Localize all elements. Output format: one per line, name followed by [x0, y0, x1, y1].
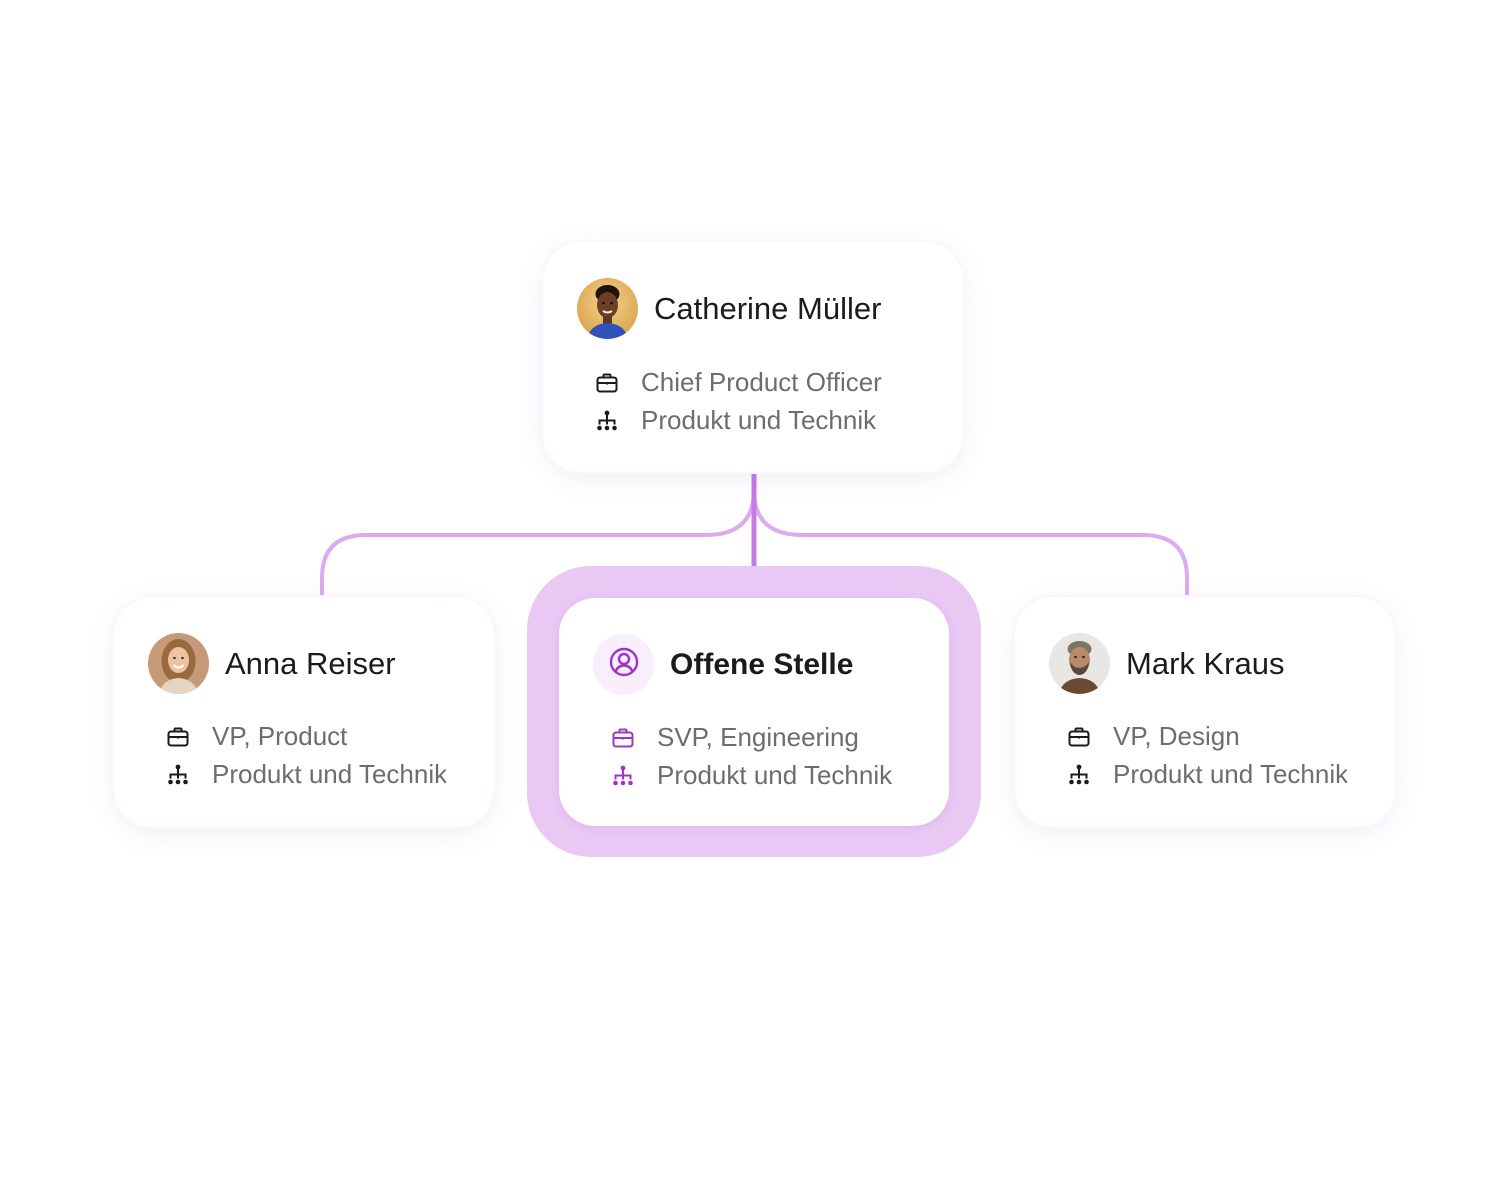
avatar-mark [1049, 633, 1110, 694]
employee-name: Anna Reiser [225, 645, 396, 681]
open-position-badge [593, 634, 654, 695]
connector-left [320, 470, 756, 600]
department: Produkt und Technik [212, 759, 446, 789]
department-row: Produkt und Technik [595, 405, 876, 436]
position-name: Offene Stelle [670, 647, 854, 681]
user-circle-icon [608, 646, 640, 683]
employee-name: Catherine Müller [654, 290, 882, 326]
briefcase-icon [166, 725, 190, 749]
department: Produkt und Technik [657, 760, 893, 790]
job-title: Chief Product Officer [641, 367, 882, 397]
org-card-open-position[interactable]: Offene Stelle SVP, Engineering [559, 598, 949, 826]
department-row: Produkt und Technik [1067, 759, 1347, 790]
org-card-mark[interactable]: Mark Kraus VP, Design [1015, 597, 1395, 827]
briefcase-icon [595, 371, 619, 395]
job-title-row: Chief Product Officer [595, 367, 882, 398]
org-chart-icon [611, 764, 635, 788]
department: Produkt und Technik [1113, 759, 1347, 789]
connector-right [752, 470, 1189, 600]
department-row: Produkt und Technik [611, 760, 892, 791]
job-title-row: VP, Design [1067, 721, 1240, 752]
org-card-catherine[interactable]: Catherine Müller Chief Product Officer [543, 242, 963, 472]
department: Produkt und Technik [641, 405, 877, 435]
briefcase-icon [1067, 725, 1091, 749]
employee-name: Mark Kraus [1126, 645, 1285, 681]
avatar-catherine [577, 278, 638, 339]
job-title-row: VP, Product [166, 721, 347, 752]
briefcase-icon [611, 726, 635, 750]
job-title-row: SVP, Engineering [611, 722, 859, 753]
org-chart-icon [166, 763, 190, 787]
org-card-anna[interactable]: Anna Reiser VP, Product [114, 597, 494, 827]
avatar-anna [148, 633, 209, 694]
job-title: VP, Product [212, 721, 348, 751]
job-title: SVP, Engineering [657, 722, 859, 752]
org-chart-icon [595, 409, 619, 433]
job-title: VP, Design [1113, 721, 1240, 751]
org-chart-icon [1067, 763, 1091, 787]
department-row: Produkt und Technik [166, 759, 446, 790]
